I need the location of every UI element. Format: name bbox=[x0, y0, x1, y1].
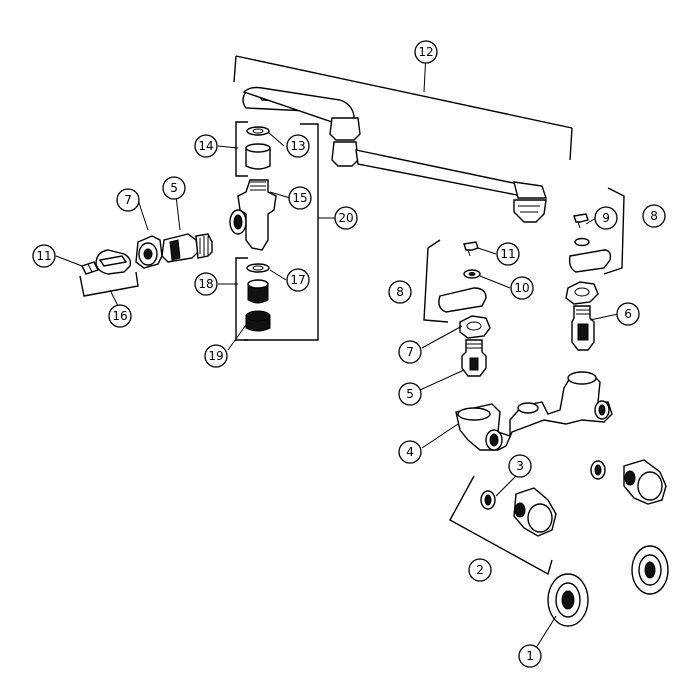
svg-text:5: 5 bbox=[170, 181, 178, 195]
callout-10: 10 bbox=[510, 276, 534, 300]
callout-3: 3 bbox=[508, 454, 532, 478]
callout-5-right: 5 bbox=[398, 382, 422, 406]
svg-text:8: 8 bbox=[396, 285, 404, 299]
svg-text:9: 9 bbox=[602, 211, 610, 225]
callout-4: 4 bbox=[398, 440, 422, 464]
svg-text:1: 1 bbox=[526, 649, 534, 663]
svg-text:19: 19 bbox=[208, 349, 223, 363]
callout-15: 15 bbox=[288, 186, 312, 210]
callout-7-right: 7 bbox=[398, 340, 422, 364]
svg-text:8: 8 bbox=[650, 209, 658, 223]
callout-2: 2 bbox=[468, 558, 492, 582]
svg-text:20: 20 bbox=[338, 211, 353, 225]
svg-text:7: 7 bbox=[406, 345, 414, 359]
callout-1: 1 bbox=[518, 644, 542, 668]
callout-19: 19 bbox=[204, 344, 228, 368]
svg-text:12: 12 bbox=[418, 45, 433, 59]
svg-text:11: 11 bbox=[36, 249, 51, 263]
callout-14: 14 bbox=[194, 134, 218, 158]
svg-text:15: 15 bbox=[292, 191, 307, 205]
callouts: 1 2 3 4 5 5 6 7 7 8 8 9 10 11 11 12 13 1… bbox=[32, 40, 666, 668]
svg-text:5: 5 bbox=[406, 387, 414, 401]
handle-group-right bbox=[565, 187, 625, 351]
callout-8-right: 8 bbox=[642, 204, 666, 228]
svg-text:18: 18 bbox=[198, 277, 213, 291]
callout-5-left: 5 bbox=[162, 176, 186, 200]
callout-9: 9 bbox=[594, 206, 618, 230]
callout-12: 12 bbox=[414, 40, 438, 64]
handle-group-left bbox=[79, 233, 213, 307]
callout-17: 17 bbox=[286, 268, 310, 292]
spout-assembly bbox=[242, 86, 547, 223]
svg-text:14: 14 bbox=[198, 139, 213, 153]
svg-text:10: 10 bbox=[514, 281, 529, 295]
callout-20: 20 bbox=[334, 206, 358, 230]
svg-text:7: 7 bbox=[124, 193, 132, 207]
callout-13: 13 bbox=[286, 134, 310, 158]
svg-text:11: 11 bbox=[500, 247, 515, 261]
callout-16: 16 bbox=[108, 304, 132, 328]
svg-text:3: 3 bbox=[516, 459, 524, 473]
eccentric-union-set bbox=[449, 459, 669, 627]
cartridge-group-left bbox=[229, 121, 340, 341]
svg-text:4: 4 bbox=[406, 445, 414, 459]
callout-7-left: 7 bbox=[116, 188, 140, 212]
callout-11-left: 11 bbox=[32, 244, 56, 268]
svg-text:13: 13 bbox=[290, 139, 305, 153]
svg-text:2: 2 bbox=[476, 563, 484, 577]
callout-11-right: 11 bbox=[496, 242, 520, 266]
svg-text:16: 16 bbox=[112, 309, 127, 323]
svg-text:17: 17 bbox=[290, 273, 305, 287]
valve-body-assembly bbox=[423, 239, 613, 451]
leader-lines bbox=[55, 131, 619, 649]
callout-18: 18 bbox=[194, 272, 218, 296]
callout-6: 6 bbox=[616, 302, 640, 326]
callout-8-left: 8 bbox=[388, 280, 412, 304]
svg-text:6: 6 bbox=[624, 307, 632, 321]
